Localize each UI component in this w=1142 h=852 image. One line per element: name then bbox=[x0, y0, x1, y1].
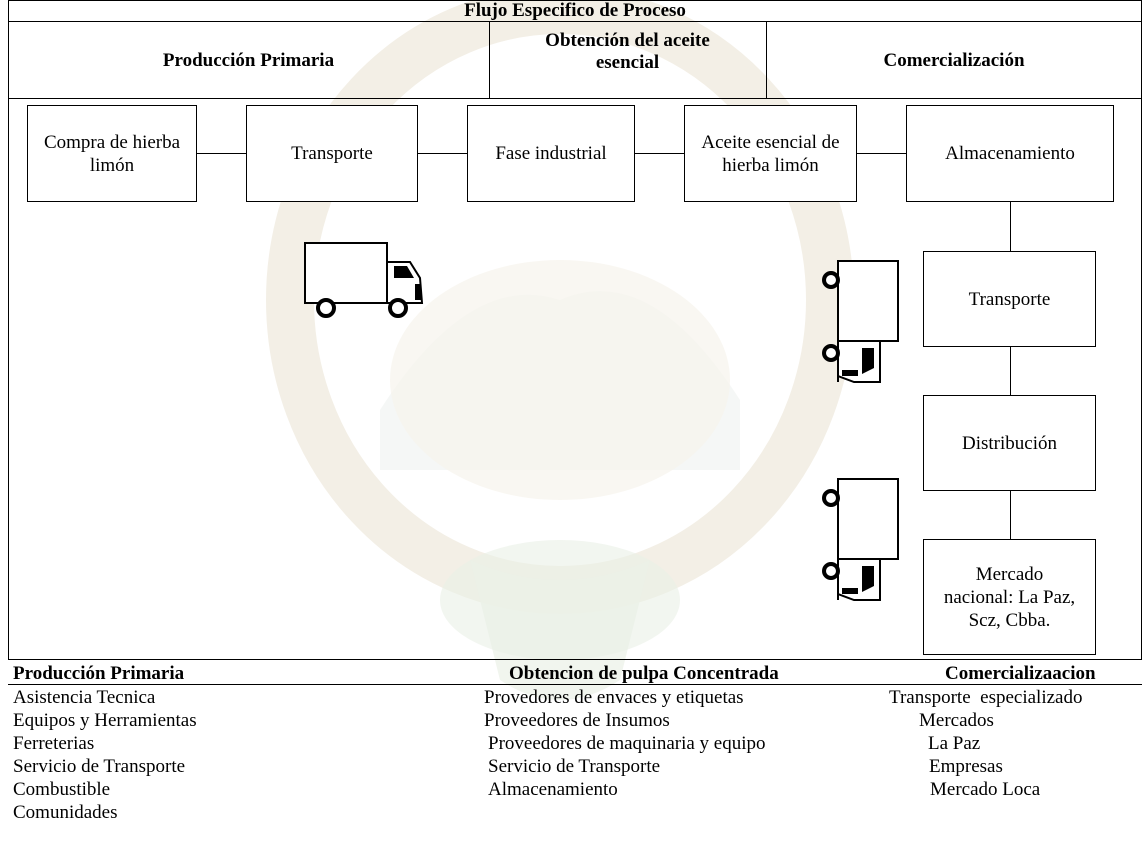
connector-line bbox=[1010, 490, 1011, 539]
flow-box-transporte-2: Transporte bbox=[923, 251, 1096, 347]
flow-box-mercado-label: Mercado nacional: La Paz, Scz, Cbba. bbox=[943, 563, 1076, 631]
truck-vertical-icon bbox=[822, 478, 899, 601]
bottom-title-produccion: Producción Primaria bbox=[13, 663, 185, 684]
header-comercializacion: Comercialización bbox=[883, 50, 1025, 71]
connector-line bbox=[1010, 346, 1011, 395]
flow-box-distribucion: Distribución bbox=[923, 395, 1096, 491]
flow-bottom-border bbox=[8, 659, 1142, 660]
table-left-border bbox=[8, 0, 9, 660]
flow-box-transporte-2-label: Transporte bbox=[968, 288, 1051, 310]
list-item: Servicio de Transporte bbox=[488, 756, 661, 777]
list-item: Proveedores de maquinaria y equipo bbox=[488, 733, 766, 754]
connector-line bbox=[856, 153, 906, 154]
truck-icon bbox=[304, 242, 424, 318]
list-item: Empresas bbox=[929, 756, 1003, 777]
list-item: Ferreterias bbox=[13, 733, 95, 754]
list-item: Combustible bbox=[13, 779, 111, 800]
header-obtencion-aceite: Obtención del aceite esencial bbox=[545, 30, 710, 73]
connector-line bbox=[1010, 202, 1011, 251]
bottom-title-comercializacion: Comercializaacion bbox=[945, 663, 1096, 684]
table-top-border bbox=[8, 0, 1142, 1]
flow-box-fase-industrial: Fase industrial bbox=[467, 105, 635, 202]
header-col-divider-2 bbox=[766, 21, 767, 99]
list-item: Asistencia Tecnica bbox=[13, 687, 156, 708]
list-item: Mercado Loca bbox=[930, 779, 1041, 800]
flow-box-aceite-label: Aceite esencial de hierba limón bbox=[701, 131, 840, 176]
list-item: Servicio de Transporte bbox=[13, 756, 186, 777]
connector-line bbox=[634, 153, 684, 154]
list-item: Mercados bbox=[919, 710, 994, 731]
list-item: Proveedores de Insumos bbox=[484, 710, 670, 731]
flow-box-transporte: Transporte bbox=[246, 105, 418, 202]
list-item: Almacenamiento bbox=[488, 779, 618, 800]
bottom-title-obtencion: Obtencion de pulpa Concentrada bbox=[509, 663, 779, 684]
header-col-divider-1 bbox=[489, 21, 490, 99]
list-item: Transporte especializado bbox=[889, 687, 1083, 708]
flow-box-fase-label: Fase industrial bbox=[495, 143, 607, 164]
list-item: Equipos y Herramientas bbox=[13, 710, 197, 731]
list-item: La Paz bbox=[928, 733, 981, 754]
title-divider bbox=[8, 21, 1142, 22]
flow-box-distribucion-label: Distribución bbox=[962, 432, 1057, 454]
bottom-header-divider bbox=[8, 684, 1142, 685]
list-item: Comunidades bbox=[13, 802, 118, 823]
flow-box-transporte-label: Transporte bbox=[291, 143, 373, 164]
list-item: Provedores de envaces y etiquetas bbox=[484, 687, 744, 708]
truck-vertical-icon bbox=[822, 260, 899, 383]
flow-box-mercado-nacional: Mercado nacional: La Paz, Scz, Cbba. bbox=[923, 539, 1096, 655]
connector-line bbox=[417, 153, 467, 154]
flow-box-aceite-esencial: Aceite esencial de hierba limón bbox=[684, 105, 857, 202]
flow-box-compra: Compra de hierba limón bbox=[27, 105, 197, 202]
diagram-title: Flujo Especifico de Proceso bbox=[464, 0, 686, 21]
flow-box-almacenamiento: Almacenamiento bbox=[906, 105, 1114, 202]
connector-line bbox=[196, 153, 246, 154]
flow-box-compra-label: Compra de hierba limón bbox=[43, 131, 181, 176]
flow-box-almacenamiento-label: Almacenamiento bbox=[945, 143, 1075, 164]
header-produccion-primaria: Producción Primaria bbox=[162, 50, 335, 71]
header-divider bbox=[8, 98, 1142, 99]
